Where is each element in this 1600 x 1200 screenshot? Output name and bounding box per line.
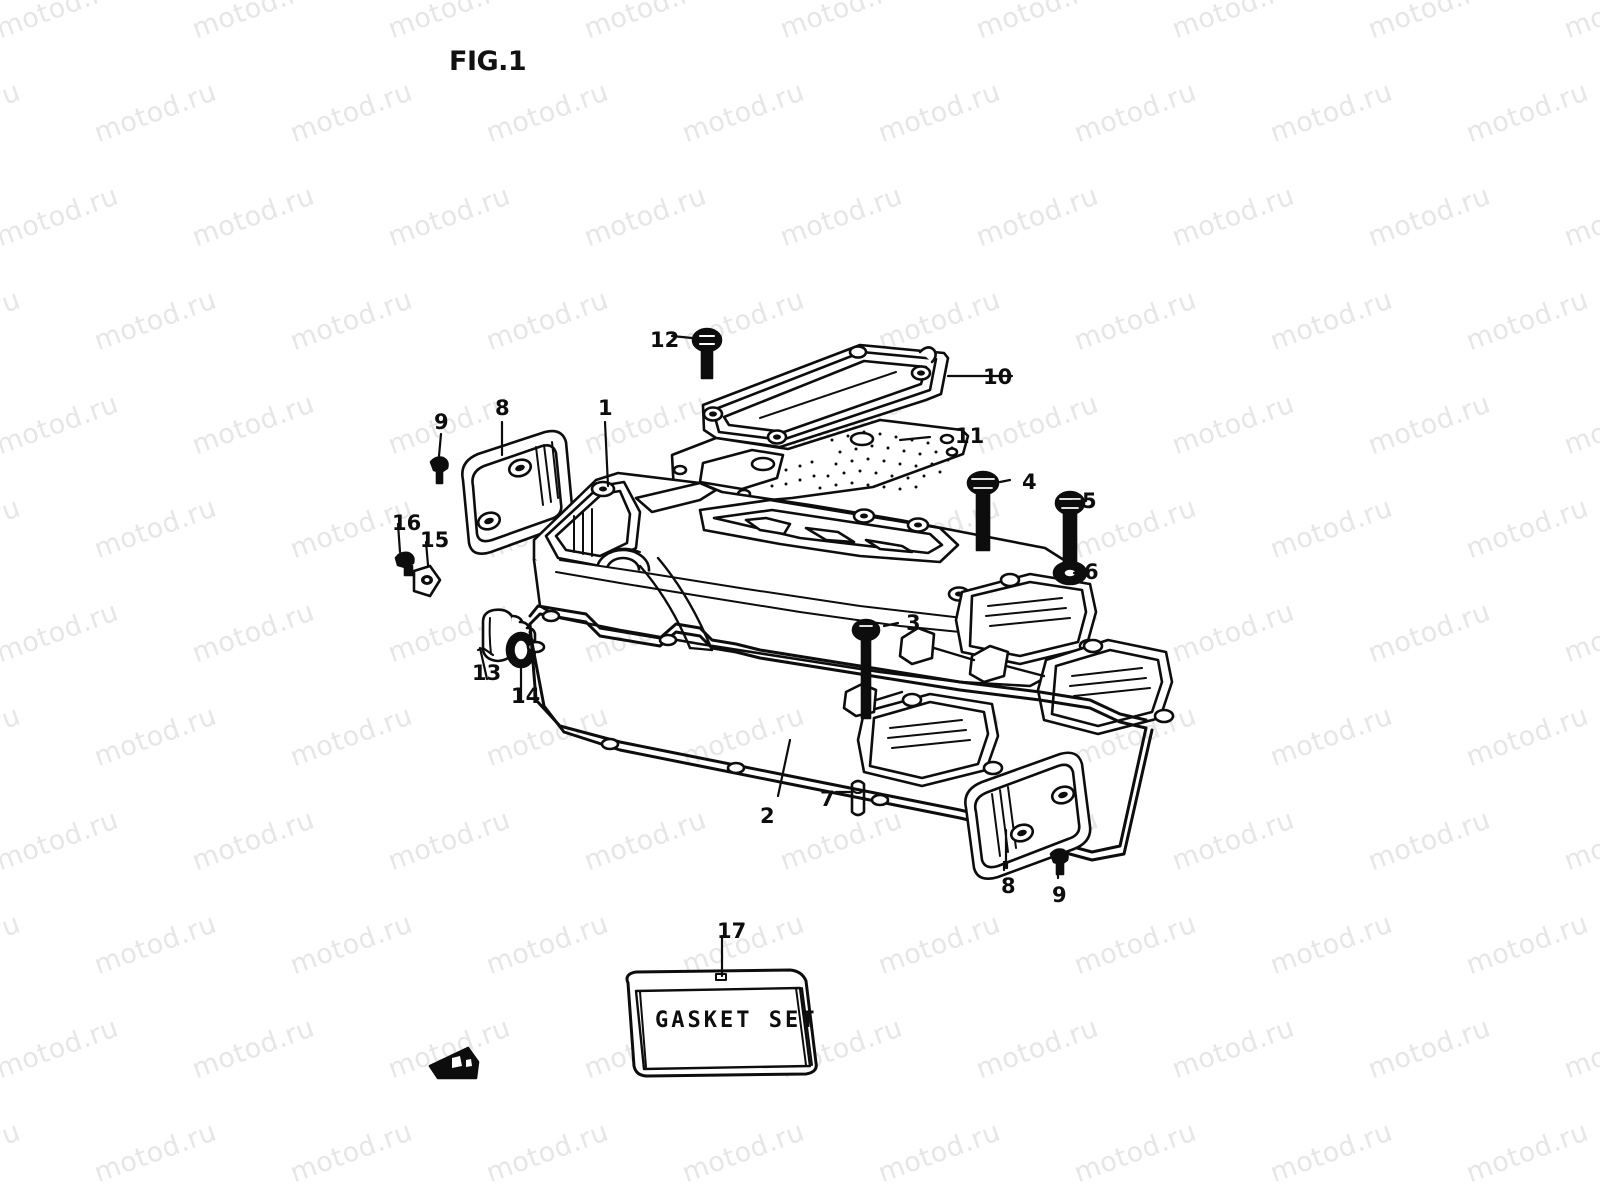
callout-breather-gasket: 11 (955, 424, 985, 448)
callout-rubber-cap: 13 (472, 661, 502, 685)
callout-breather-cover: 10 (983, 365, 1013, 389)
part-8b-right-side-cover (964, 751, 1092, 880)
callout-flange-bolt: 4 (1022, 470, 1037, 494)
callout-guide-screw: 16 (392, 511, 422, 535)
part-12-breather-bolt (691, 327, 723, 380)
part-10-breather-cover (701, 343, 950, 449)
callout-gasket-set: 17 (717, 919, 747, 943)
part-16-guide-screw (394, 551, 415, 577)
part-4-flange-bolt (966, 470, 1000, 552)
gasket-set-label: GASKET SET (655, 1008, 818, 1033)
part-9b-right-cover-screw (1049, 848, 1069, 876)
part-15-cable-guide (412, 564, 442, 598)
callout-head-cover-gasket: 2 (760, 804, 775, 828)
part-5-long-bolt (1054, 490, 1086, 564)
arrow-marker (428, 1046, 480, 1080)
callout-cylinder-head-cover: 1 (598, 396, 613, 420)
callout-o-ring: 14 (511, 684, 541, 708)
callout-long-bolt: 5 (1082, 489, 1097, 513)
callout-washer: 6 (1084, 560, 1099, 584)
part-1-cylinder-head-cover (532, 471, 1080, 688)
figure-title: FIG.1 (449, 46, 527, 77)
callout-breather-cover-bolt: 12 (650, 328, 680, 352)
callout-dowel-pin: 7 (820, 787, 835, 811)
callout-side-cover-right: 8 (1001, 874, 1016, 898)
callout-side-cover-left: 8 (495, 396, 510, 420)
part-3-cover-bolt (851, 618, 881, 720)
callout-cable-guide: 15 (420, 528, 450, 552)
part-17-gasket-set-box (625, 968, 818, 1078)
callout-cover-screw-right: 9 (1052, 883, 1067, 907)
valve-covers-group (842, 572, 1175, 788)
callout-cover-screw-left: 9 (434, 410, 449, 434)
callout-cover-bolt: 3 (906, 611, 921, 635)
part-9-left-cover-screw (429, 456, 449, 485)
